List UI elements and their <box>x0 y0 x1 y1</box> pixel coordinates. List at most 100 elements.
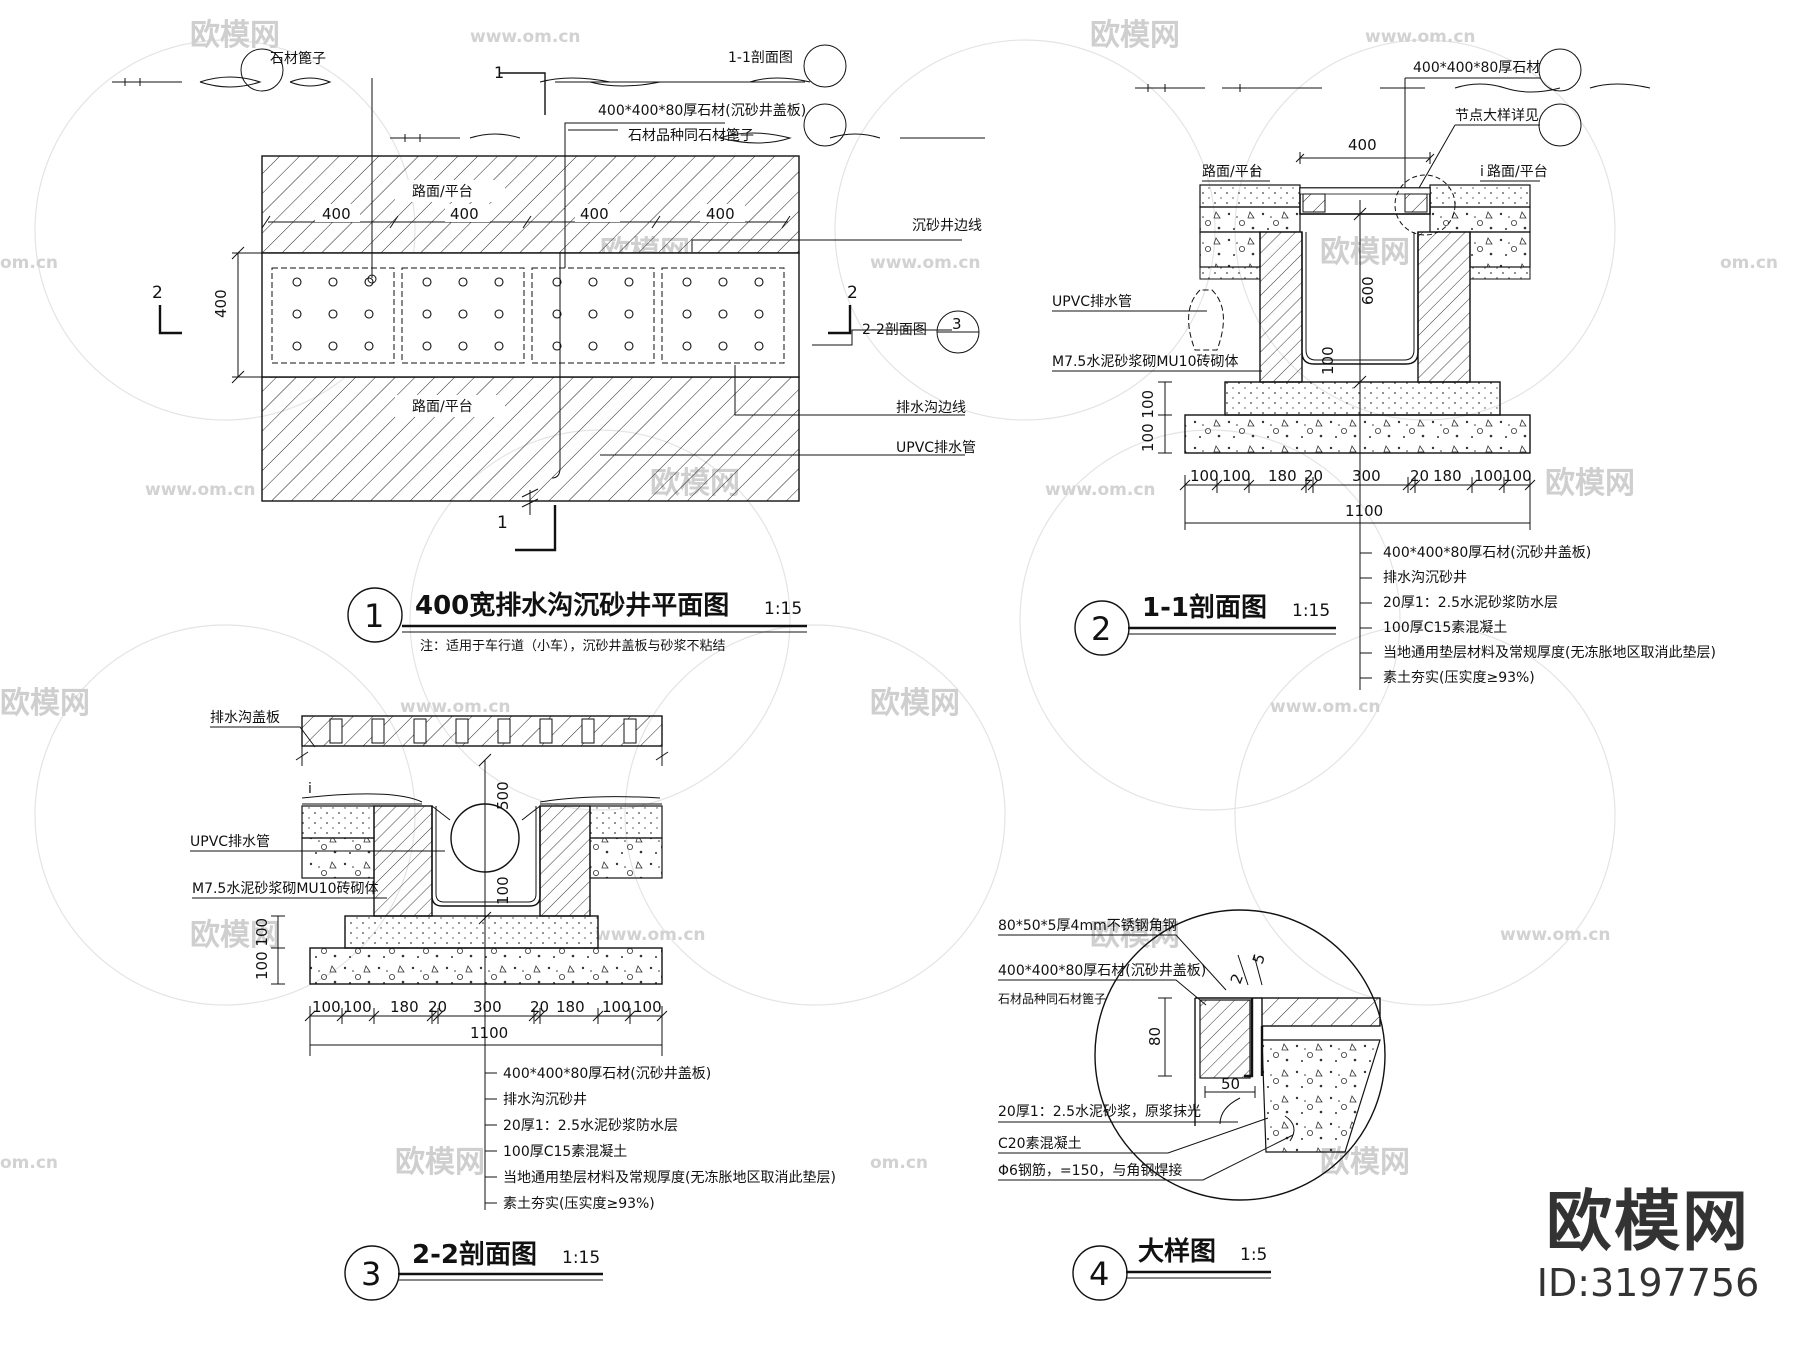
grating-hole <box>682 277 692 287</box>
detail-title: 大样图 <box>1138 1236 1216 1267</box>
plan-title-num: 1 <box>364 597 384 635</box>
watermark-url: www.om.cn <box>1365 27 1476 47</box>
plan-label-stone-type: 石材品种同石材篦子 <box>628 128 754 144</box>
sec22-note-1: 400*400*80厚石材(沉砂井盖板) <box>503 1066 711 1082</box>
watermark-url: www.om.cn <box>1045 480 1156 500</box>
sec11-scale: 1:15 <box>1292 601 1330 621</box>
plan-cut-1-bottom: 1 <box>497 513 508 533</box>
watermark-url: www.om.cn <box>400 697 511 717</box>
sec11-road-left: 路面/平台 <box>1202 164 1263 180</box>
detail-title-num: 4 <box>1089 1255 1109 1293</box>
sec22-scale: 1:15 <box>562 1248 600 1268</box>
sec11-note-6: 素土夯实(压实度≥93%) <box>1383 670 1535 686</box>
sec11-dim-ticks <box>1179 477 1536 493</box>
plan-label-cover: 400*400*80厚石材(沉砂井盖板) <box>598 103 806 119</box>
sec11-dim-b2: 100 <box>1222 467 1251 485</box>
dim-tick <box>656 1008 668 1024</box>
grating-hole <box>682 341 692 351</box>
grating-hole <box>682 309 692 319</box>
plan-scale: 1:15 <box>764 599 802 619</box>
sec11-label-masonry: M7.5水泥砂浆砌MU10砖砌体 <box>1052 354 1238 370</box>
sec22-dim-b8: 100 <box>602 998 631 1016</box>
sec11-slope-left: i <box>1252 164 1256 180</box>
sec22-dim-b7: 180 <box>556 998 585 1016</box>
grating-hole <box>588 341 598 351</box>
watermark-name: 欧模网 <box>190 918 280 953</box>
plan-road-top-label-bg <box>395 180 505 202</box>
watermark-name: 欧模网 <box>395 1145 485 1180</box>
sec11-note-1: 400*400*80厚石材(沉砂井盖板) <box>1383 545 1591 561</box>
sec11-note-4: 100厚C15素混凝土 <box>1383 620 1507 636</box>
dim-tick <box>592 1008 604 1024</box>
grating-hole <box>364 277 374 287</box>
sec11-road-right: 路面/平台 <box>1487 164 1548 180</box>
dim-tick <box>1300 477 1312 493</box>
dim-tick <box>1402 477 1414 493</box>
sec11-dim-b3: 180 <box>1268 467 1297 485</box>
dim-tick <box>624 1008 636 1024</box>
dim-tick <box>1211 477 1223 493</box>
watermark-url: om.cn <box>0 1153 58 1173</box>
plan-cut-1-top: 1 <box>494 63 504 82</box>
sec11-dim-b4: 20 <box>1304 467 1323 485</box>
dim-tick <box>1307 477 1319 493</box>
sec11-dim-600: 600 <box>1359 276 1377 305</box>
sec11-dim-left: 100 100 <box>1139 390 1157 452</box>
detail-circle <box>1094 909 1386 1201</box>
grating-hole <box>552 341 562 351</box>
plan-top-symbols <box>112 76 985 144</box>
grating-hole <box>754 341 764 351</box>
sec11-dim-b1: 100 <box>1190 467 1219 485</box>
sec22-note-6: 素土夯实(压实度≥93%) <box>503 1196 655 1212</box>
plan-label-section-ref: 1-1剖面图 <box>728 50 793 66</box>
grating-hole <box>458 309 468 319</box>
sec11-dim-b5: 300 <box>1352 467 1381 485</box>
watermark-url: www.om.cn <box>145 480 256 500</box>
plan-dim-2: 400 <box>450 205 479 223</box>
sec11-note-3: 20厚1：2.5水泥砂浆防水层 <box>1383 595 1558 611</box>
sec22-note-2: 排水沟沉砂井 <box>503 1092 587 1108</box>
sec22-dim-b9: 100 <box>633 998 662 1016</box>
sec11-note-2: 排水沟沉砂井 <box>1383 570 1467 586</box>
sec11-dim-100-in: 100 <box>1319 346 1337 375</box>
dim-tick <box>432 1008 444 1024</box>
dim-tick <box>1409 477 1421 493</box>
sec11-label-upvc: UPVC排水管 <box>1052 294 1132 310</box>
grating-hole <box>754 309 764 319</box>
plan-dim-v: 400 <box>212 289 230 318</box>
plan-view: 石材篦子 1-1剖面图 400*400*80厚石材(沉砂井盖板) 石材品种同石材… <box>112 44 985 654</box>
sec22-note-4: 100厚C15素混凝土 <box>503 1144 627 1160</box>
plan-title: 400宽排水沟沉砂井平面图 <box>415 590 729 621</box>
detail-dim-80: 80 <box>1146 1027 1164 1046</box>
section-2-2: 排水沟盖板 i 500 100 <box>190 710 836 1301</box>
grating-hole <box>328 341 338 351</box>
plan-label-well-line: 沉砂井边线 <box>912 218 982 234</box>
grating-hole <box>422 341 432 351</box>
sec22-dim-b1: 100 <box>312 998 341 1016</box>
grating-hole <box>552 277 562 287</box>
sec22-slope: i <box>308 781 312 797</box>
grating-hole <box>754 277 764 287</box>
plan-label-upvc: UPVC排水管 <box>896 440 976 456</box>
plan-road-top-label: 路面/平台 <box>412 184 473 200</box>
sec22-dim-b4: 20 <box>428 998 447 1016</box>
dim-tick <box>534 1008 546 1024</box>
watermark-url: om.cn <box>1720 253 1778 273</box>
sec11-dim-b7: 180 <box>1433 467 1462 485</box>
sec11-dim-b6: 20 <box>1410 467 1429 485</box>
plan-road-bottom <box>261 376 800 502</box>
grating-hole <box>494 341 504 351</box>
brand-name: 欧模网 <box>1546 1183 1750 1260</box>
grating-hole <box>718 309 728 319</box>
sec11-dim-top: 400 <box>1348 136 1377 154</box>
dim-tick <box>336 1008 348 1024</box>
watermark-url: www.om.cn <box>1500 925 1611 945</box>
dim-tick <box>368 1008 380 1024</box>
sec22-dim-500: 500 <box>494 781 512 810</box>
sec22-title: 2-2剖面图 <box>412 1239 537 1270</box>
grating-hole <box>422 277 432 287</box>
sec11-slope-right: i <box>1480 164 1484 180</box>
dim-tick <box>1466 477 1478 493</box>
watermark-name: 欧模网 <box>1320 235 1410 270</box>
